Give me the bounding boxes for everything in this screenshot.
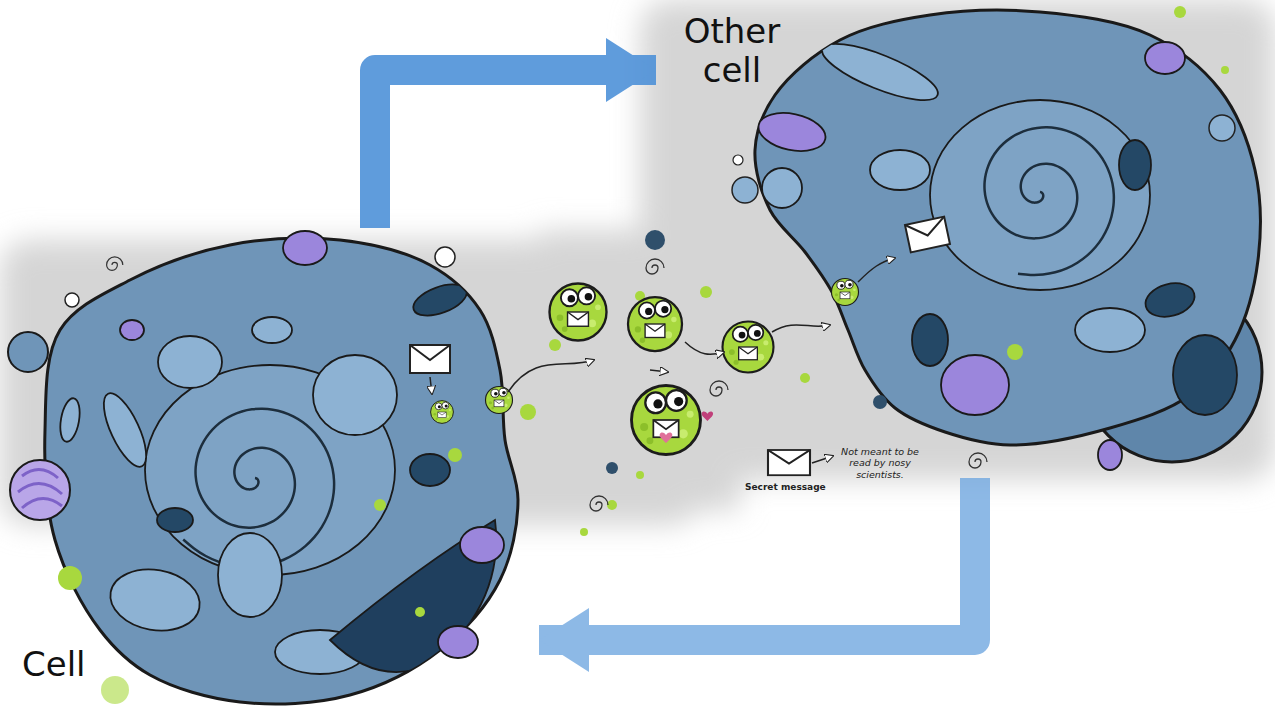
granule: [448, 448, 462, 462]
arrow-shaft: [375, 70, 656, 228]
organelle: [1075, 308, 1145, 352]
organelle: [120, 320, 144, 340]
cell-body: [45, 238, 518, 704]
organelle: [158, 336, 222, 388]
organelle: [941, 355, 1009, 415]
organelle: [1119, 140, 1151, 190]
organelle: [57, 397, 82, 443]
nucleus-spiral: [984, 127, 1113, 275]
cell-label: Other cell: [672, 12, 792, 90]
organelle: [930, 100, 1150, 290]
cell-outline: [15, 228, 535, 710]
organelle: [1098, 440, 1122, 470]
organelle: [409, 278, 471, 322]
organelle: [816, 33, 944, 111]
organelle: [157, 508, 193, 532]
cell-node: Cell: [15, 228, 535, 710]
organelle: [870, 150, 930, 190]
organelle: [218, 533, 282, 617]
organelle: [460, 527, 504, 563]
granule: [374, 499, 386, 511]
organelle: [438, 626, 478, 658]
organelle: [283, 231, 327, 265]
organelle: [755, 107, 829, 156]
organelle: [313, 355, 397, 435]
cycle-arrow: [539, 478, 975, 640]
arrow-shaft: [539, 478, 975, 640]
organelle: [95, 388, 154, 472]
organelle: [1142, 278, 1199, 322]
organelle: [1173, 335, 1237, 415]
organelle: [105, 563, 204, 638]
note-label: Not meant to be read by nosy scientists.: [836, 446, 924, 480]
organelle: [252, 317, 292, 343]
caption-label: Secret message: [745, 482, 826, 493]
organelle: [1145, 42, 1185, 74]
organelle: [912, 314, 948, 366]
organelle: [410, 454, 450, 486]
cell-node: Other cell: [660, 8, 1265, 478]
organelle: [762, 168, 802, 208]
cell-body: [755, 10, 1260, 445]
cycle-arrow: [375, 70, 656, 228]
cell-label: Cell: [22, 645, 86, 684]
granule: [415, 607, 425, 617]
